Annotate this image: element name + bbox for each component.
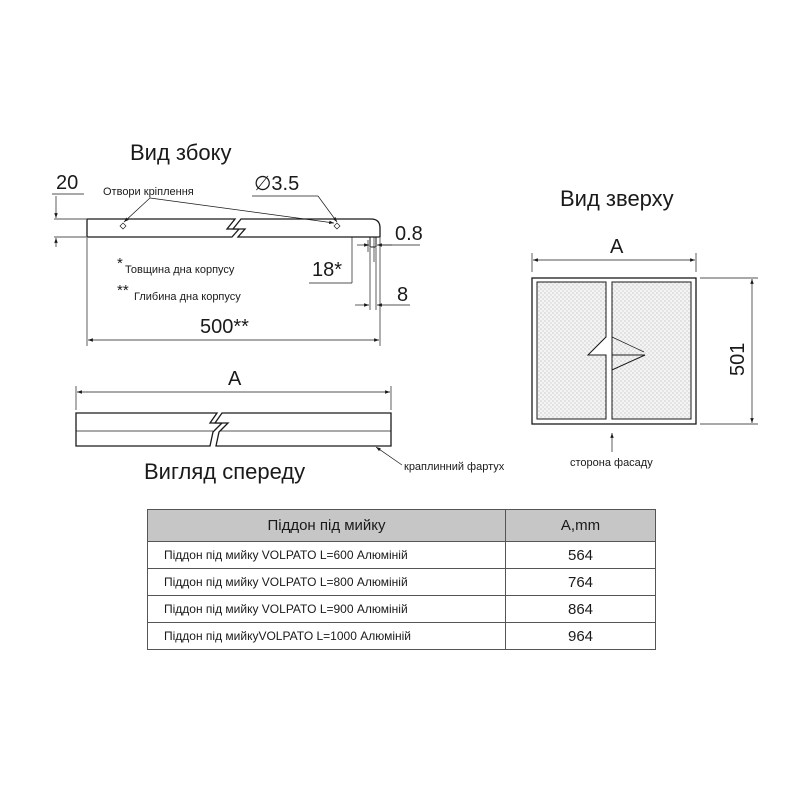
row-value: 964 <box>505 622 656 650</box>
note-thickness-mark: * <box>117 255 123 272</box>
label-fixing-holes: Отвори кріплення <box>103 186 194 198</box>
row-name: Піддон під мийку VOLPATO L=800 Алюміній <box>147 568 506 596</box>
fixing-hole-right <box>333 222 341 230</box>
front-view: A Вигляд спереду краплинний фартух <box>75 368 505 484</box>
table-row: Піддон під мийку VOLPATO L=800 Алюміній … <box>147 568 656 596</box>
front-view-panel-left <box>75 412 224 447</box>
top-dim-width: A <box>610 236 624 258</box>
row-value: 764 <box>505 568 656 596</box>
dim-lip-height: 8 <box>397 284 408 306</box>
dim-thickness: 18* <box>312 259 342 281</box>
top-dim-depth: 501 <box>727 343 749 376</box>
drip-lip <box>369 237 377 248</box>
note-depth-mark: ** <box>117 282 129 299</box>
front-dim-width: A <box>228 368 242 390</box>
row-value: 564 <box>505 541 656 569</box>
row-value: 864 <box>505 595 656 623</box>
side-view-panel <box>86 218 241 238</box>
diameter-leader <box>317 195 338 223</box>
dim-hole-offset: 20 <box>56 172 78 194</box>
dim-depth: 500** <box>200 316 249 338</box>
top-view: Вид зверху A 501 сторона фасаду <box>531 186 758 469</box>
table-header-row: Піддон під мийку A,mm <box>147 509 656 542</box>
table-header-value: A,mm <box>505 509 656 542</box>
note-depth: Глибина дна корпусу <box>134 291 241 303</box>
leader-hole-left <box>123 197 151 223</box>
front-view-panel-right <box>213 412 392 447</box>
fixing-hole-left <box>119 222 127 230</box>
table-header-name: Піддон під мийку <box>147 509 506 542</box>
top-view-panel-left <box>536 281 607 420</box>
leader-hole-right <box>149 197 335 225</box>
label-drip-lip: краплинний фартух <box>404 461 505 473</box>
spec-table: Піддон під мийку A,mm Піддон під мийку V… <box>147 509 656 650</box>
leader-drip-lip <box>375 446 403 466</box>
top-view-panel-right <box>611 281 692 420</box>
top-view-break <box>611 282 645 353</box>
row-name: Піддон під мийку VOLPATO L=900 Алюміній <box>147 595 506 623</box>
dim-hole-diameter: ∅3.5 <box>254 173 299 195</box>
label-front-side: сторона фасаду <box>570 457 653 469</box>
side-view-panel-right <box>231 218 381 238</box>
dim-lip-gap: 0.8 <box>395 223 423 245</box>
side-view-title: Вид збоку <box>130 140 231 165</box>
table-row: Піддон під мийку VOLPATO L=900 Алюміній … <box>147 595 656 623</box>
note-thickness: Товщина дна корпусу <box>125 264 235 276</box>
front-view-title: Вигляд спереду <box>144 459 305 484</box>
table-row: Піддон під мийку VOLPATO L=600 Алюміній … <box>147 541 656 569</box>
row-name: Піддон під мийкуVOLPATO L=1000 Алюміній <box>147 622 506 650</box>
row-name: Піддон під мийку VOLPATO L=600 Алюміній <box>147 541 506 569</box>
table-row: Піддон під мийкуVOLPATO L=1000 Алюміній … <box>147 622 656 650</box>
side-view: Вид збоку Отвори кріплення ∅3.5 20 0.8 <box>52 140 423 346</box>
top-view-title: Вид зверху <box>560 186 674 211</box>
